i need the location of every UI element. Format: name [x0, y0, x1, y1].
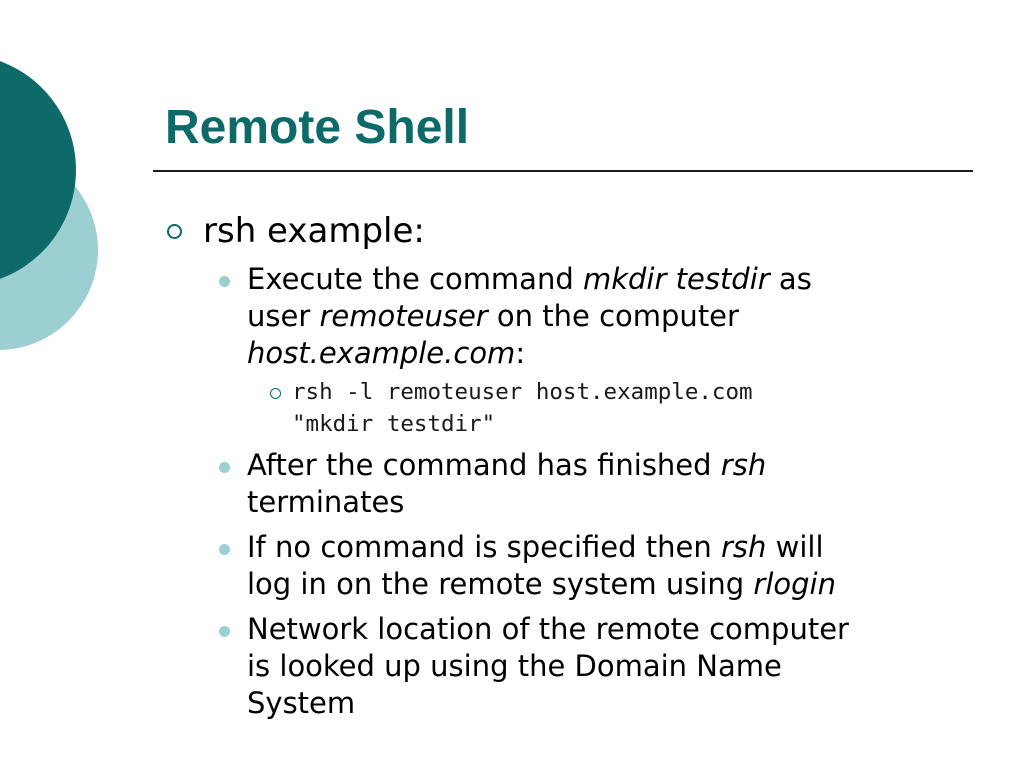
- bullet-line: Execute the command mkdir testdir as: [247, 261, 982, 298]
- bullet-line: After the command has finished rsh: [247, 447, 982, 484]
- hollow-circle-icon: [167, 224, 182, 239]
- bullet-text-italic: mkdir testdir: [582, 262, 770, 296]
- bullet-text-italic: rsh: [720, 530, 767, 564]
- hollow-circle-icon: [270, 388, 281, 399]
- bullet-item: Network location of the remote computer …: [247, 611, 982, 722]
- bullet-item: If no command is specified then rsh will…: [247, 529, 982, 603]
- bullet-line: is looked up using the Domain Name: [247, 648, 982, 685]
- bullet-dot-icon: [219, 462, 230, 473]
- bullet-line: terminates: [247, 484, 982, 521]
- dark-teal-circle: [0, 61, 76, 279]
- bullet-dot-icon: [219, 544, 230, 555]
- bullet-line: log in on the remote system using rlogin: [247, 566, 982, 603]
- bullet-text-italic: rsh: [720, 448, 767, 482]
- slide-title: Remote Shell: [165, 101, 470, 154]
- bullet-text: If no command is specified then: [247, 530, 721, 564]
- bullet-text: on the computer: [487, 299, 739, 333]
- bullet-item: Execute the command mkdir testdir as use…: [247, 261, 982, 372]
- bullet-text: System: [247, 686, 356, 720]
- bullet-text: user: [247, 299, 320, 333]
- bullet-line: user remoteuser on the computer: [247, 298, 982, 335]
- decorative-circles: [0, 61, 98, 350]
- bullet-text: Execute the command: [247, 262, 583, 296]
- bullet-text: Network location of the remote computer: [247, 612, 849, 646]
- bullet-text: will: [766, 530, 824, 564]
- bullet-line: System: [247, 685, 982, 722]
- bullet-text-italic: rlogin: [753, 567, 836, 601]
- level1-bullet-text: rsh example:: [203, 211, 425, 251]
- bullet-item: After the command has finished rsh termi…: [247, 447, 982, 521]
- bullet-line: host.example.com:: [247, 335, 982, 372]
- title-divider: [153, 170, 973, 172]
- bullet-text: :: [515, 336, 526, 370]
- bullet-text: terminates: [247, 485, 405, 519]
- bullet-text: After the command has finished: [247, 448, 721, 482]
- code-line: rsh -l remoteuser host.example.com: [292, 379, 753, 405]
- bullet-text-italic: remoteuser: [319, 299, 488, 333]
- bullet-line: If no command is specified then rsh will: [247, 529, 982, 566]
- bullet-text: as: [769, 262, 812, 296]
- bullet-text: log in on the remote system using: [247, 567, 754, 601]
- code-line: "mkdir testdir": [292, 411, 496, 437]
- bullet-text: is looked up using the Domain Name: [247, 649, 782, 683]
- bullet-text-italic: host.example.com: [247, 336, 516, 370]
- bullet-line: Network location of the remote computer: [247, 611, 982, 648]
- bullet-dot-icon: [219, 276, 230, 287]
- bullet-dot-icon: [219, 626, 230, 637]
- code-example: rsh -l remoteuser host.example.com "mkdi…: [292, 376, 753, 440]
